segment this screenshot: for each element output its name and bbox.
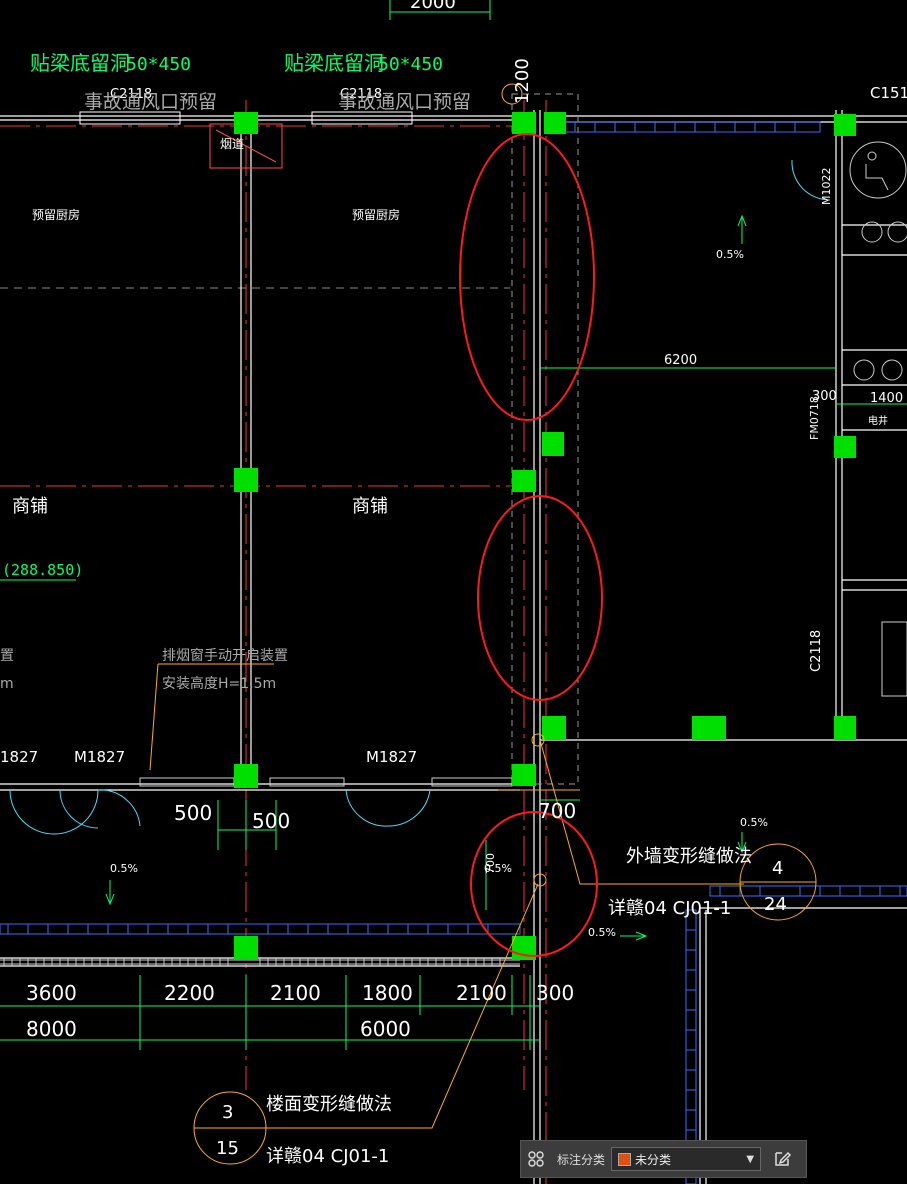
category-swatch <box>618 1152 632 1166</box>
joint-zone <box>511 93 579 785</box>
dim-row1-3: 1800 <box>362 981 413 1005</box>
annotation-category-select[interactable]: 未分类 ▼ <box>611 1147 762 1171</box>
dim-6200: 6200 <box>664 353 697 368</box>
door-tag-2: M1827 <box>74 748 125 766</box>
dimension-lines <box>0 0 907 1050</box>
vent-label-1: 事故通风口预留 <box>84 91 217 113</box>
walls <box>0 110 907 1184</box>
slope-2: 0.5% <box>110 862 138 875</box>
callout-3-top: 3 <box>222 1102 233 1123</box>
dim-300-right: 300 <box>812 389 837 404</box>
beam-hole-size-1: 50*450 <box>126 54 191 75</box>
slope-5: 0.5% <box>588 926 616 939</box>
callout-4-top: 4 <box>772 858 783 879</box>
dim-row2-1: 6000 <box>360 1017 411 1041</box>
kitchen-label-1: 预留厨房 <box>32 207 80 222</box>
door-tag-fm0718: FM0718 <box>808 396 821 440</box>
review-markups <box>459 133 603 957</box>
railing <box>0 958 520 966</box>
door-tag-3: M1827 <box>366 748 417 766</box>
beam-hole-size-2: 50*450 <box>378 54 443 75</box>
callout-3-bottom: 15 <box>216 1138 239 1159</box>
door-tag-m1022: M1022 <box>820 168 833 206</box>
dim-row1-5: 300 <box>536 981 574 1005</box>
ext-joint-ref: 详赣04 CJ01-1 <box>608 898 731 919</box>
dim-row1-2: 2100 <box>270 981 321 1005</box>
dimension-texts: 2000 1200 6200 300 1400 500 500 700 700 … <box>26 0 903 1041</box>
dim-row1-1: 2200 <box>164 981 215 1005</box>
dim-row1-4: 2100 <box>456 981 507 1005</box>
elevation-label: (288.850) <box>2 561 83 579</box>
elec-shaft-label: 电井 <box>868 414 888 427</box>
dim-700-side: 700 <box>484 853 497 874</box>
kitchen-label-2: 预留厨房 <box>352 207 400 222</box>
slope-4: 0.5% <box>740 816 768 829</box>
shop-label-2: 商铺 <box>352 496 388 517</box>
window-tag-c2118-right: C2118 <box>809 630 824 672</box>
window-tag-c2118-b: C2118 <box>340 87 382 102</box>
dim-700-top: 700 <box>538 799 576 823</box>
callout-leaders <box>149 663 744 1129</box>
left-fragment-1: 置 <box>0 648 14 664</box>
dim-1200: 1200 <box>512 58 533 104</box>
beam-hole-label-2: 贴梁底留洞 <box>284 51 384 75</box>
dim-1400: 1400 <box>870 391 903 406</box>
axis-lines <box>0 100 547 1184</box>
floor-joint-ref: 详赣04 CJ01-1 <box>266 1146 389 1167</box>
floor-joint-title: 楼面变形缝做法 <box>266 1094 392 1115</box>
dim-2000: 2000 <box>410 0 456 13</box>
dim-500-a: 500 <box>174 801 212 825</box>
callout-4-bottom: 24 <box>764 894 787 915</box>
edit-icon[interactable] <box>767 1141 797 1177</box>
slope-3: 0.5% <box>484 862 512 875</box>
left-fragment-2: m <box>0 676 14 692</box>
annotation-toolbar: 标注分类 未分类 ▼ <box>520 1140 807 1178</box>
doors <box>9 159 831 835</box>
slope-arrows <box>105 214 747 941</box>
columns <box>234 112 856 960</box>
slope-1: 0.5% <box>716 248 744 261</box>
annotation-category-value: 未分类 <box>635 1152 672 1167</box>
dim-500-b: 500 <box>252 809 290 833</box>
windows <box>79 111 413 125</box>
dim-row1-0: 3600 <box>26 981 77 1005</box>
ext-joint-title: 外墙变形缝做法 <box>626 846 752 867</box>
shop-label-1: 商铺 <box>12 496 48 517</box>
blue-strips <box>0 121 907 1184</box>
accessible-toilet-symbol <box>849 141 907 697</box>
window-tag-c1518: C1518 <box>870 84 907 102</box>
vent-label-2: 事故通风口预留 <box>338 91 471 113</box>
door-frames <box>139 777 513 787</box>
blue-ticks <box>7 122 901 1171</box>
labels: 贴梁底留洞 50*450 贴梁底留洞 50*450 C2118 C2118 事故… <box>0 51 907 1167</box>
beam-hole-label-1: 贴梁底留洞 <box>30 51 130 75</box>
flue-label: 烟道 <box>220 137 244 151</box>
window-tag-c2118-a: C2118 <box>110 87 152 102</box>
detail-callouts <box>193 83 817 1165</box>
grid-icon[interactable] <box>521 1141 551 1177</box>
chevron-down-icon[interactable]: ▼ <box>746 1153 755 1165</box>
dim-row2-0: 8000 <box>26 1017 77 1041</box>
smoke-window-label: 排烟窗手动开启装置 <box>162 647 288 664</box>
smoke-height-label: 安装高度H=1.5m <box>162 675 276 692</box>
annotation-category-label: 标注分类 <box>557 1152 606 1167</box>
door-tag-1: 1827 <box>0 748 38 766</box>
